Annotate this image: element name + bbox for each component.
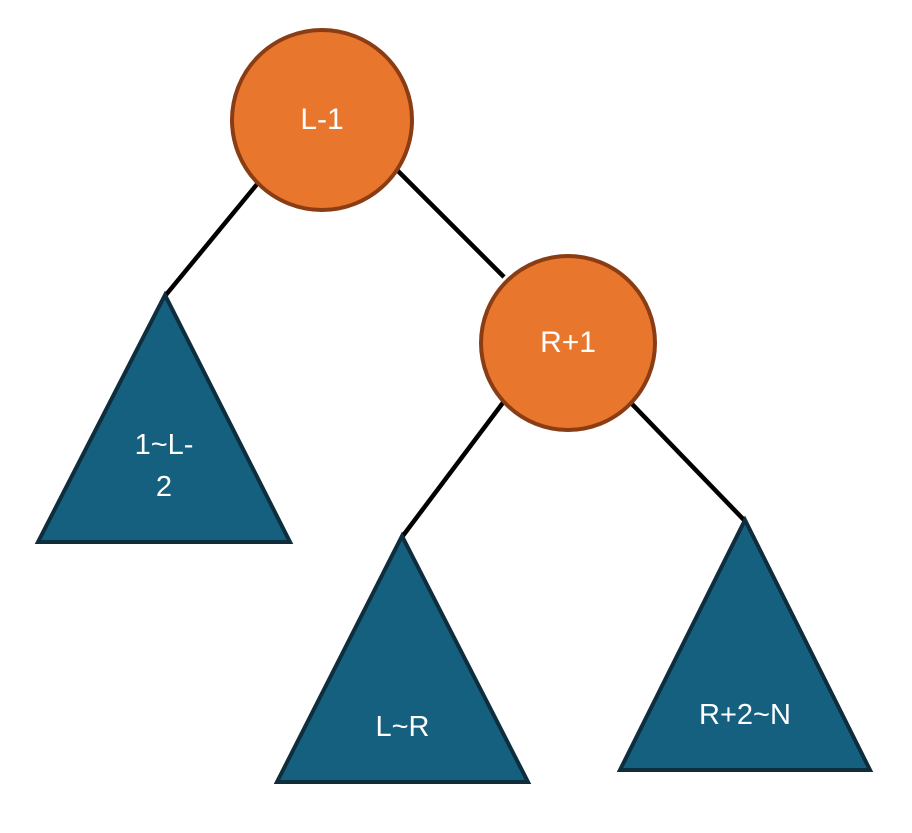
left-subtree-label: 1~L-2 <box>135 429 194 503</box>
right-child-node-label: R+1 <box>540 326 596 359</box>
edge-group <box>163 159 747 539</box>
middle-subtree-triangle[interactable] <box>273 531 532 784</box>
middle-subtree[interactable]: L~R <box>273 531 532 784</box>
subtree-group: 1~L-2 L~R R+2~N <box>34 290 874 784</box>
edge-root-to-right-child <box>386 159 506 279</box>
node-group: L-1 R+1 <box>230 28 657 432</box>
right-subtree[interactable]: R+2~N <box>616 515 874 772</box>
edge-right-child-to-middle-subtree <box>400 398 507 539</box>
right-subtree-label: R+2~N <box>699 699 791 731</box>
edge-right-child-to-right-subtree <box>630 402 747 523</box>
right-child-node-circle[interactable] <box>479 254 657 432</box>
left-subtree[interactable]: 1~L-2 <box>34 290 294 544</box>
right-subtree-triangle[interactable] <box>616 515 874 772</box>
edge-root-to-left-subtree <box>163 181 260 298</box>
root-node-circle[interactable] <box>230 28 414 212</box>
root-node[interactable]: L-1 <box>230 28 414 212</box>
right-child-node[interactable]: R+1 <box>479 254 657 432</box>
middle-subtree-label: L~R <box>375 711 429 743</box>
left-subtree-triangle[interactable] <box>34 290 294 544</box>
root-node-label: L-1 <box>300 103 343 136</box>
